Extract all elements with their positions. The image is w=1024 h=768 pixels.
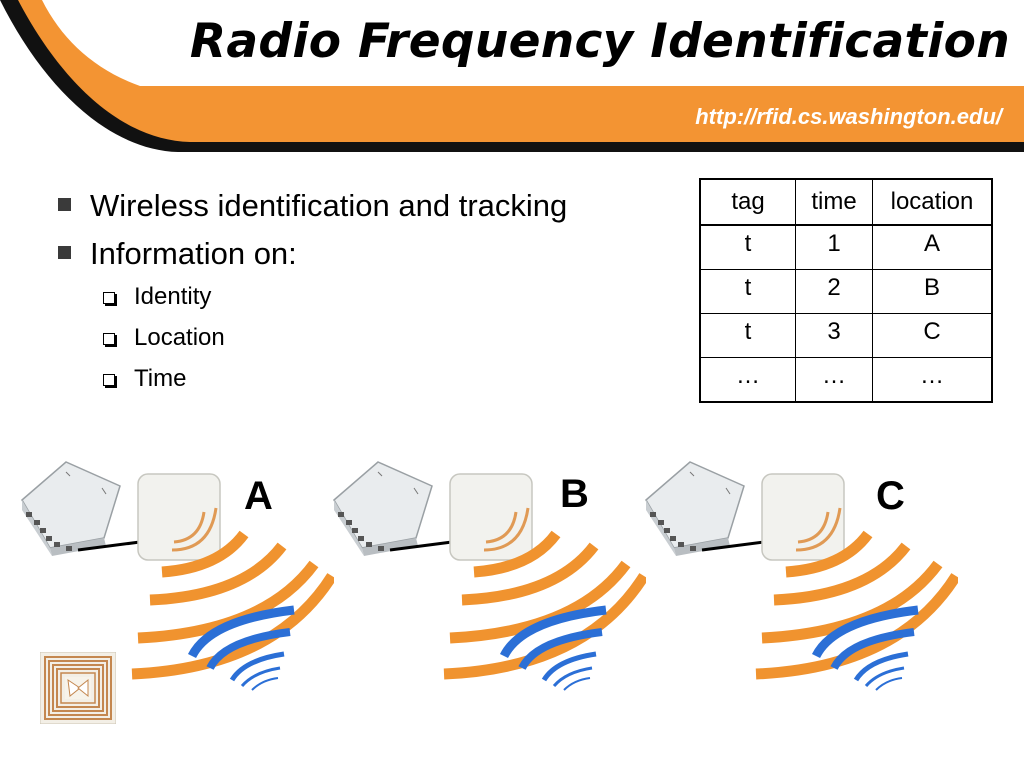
reader-station-b [333,461,646,691]
table-header-row: tag time location [699,178,993,226]
rfid-reader-icon [333,461,433,556]
tracking-table: tag time location t 1 A t 2 B t 3 C … … … [699,178,993,403]
reader-label: C [876,474,905,518]
sub-bullet-item: Time [56,364,567,405]
slide-title: Radio Frequency Identification [189,14,1010,69]
reader-station-a [21,461,334,691]
table-cell: 2 [795,269,873,314]
table-row: t 2 B [699,269,993,314]
bullet-list: Wireless identification and tracking Inf… [56,184,567,405]
table-cell: B [872,269,993,314]
table-row: … … … [699,357,993,403]
signal-waves-icon [443,530,646,691]
antenna-icon [137,473,221,561]
column-header: time [795,178,873,226]
antenna-icon [761,473,845,561]
hollow-square-bullet-icon [103,333,115,345]
hollow-square-bullet-icon [103,292,115,304]
hollow-square-bullet-icon [103,374,115,386]
column-header: tag [699,178,796,226]
rfid-tag-icon [40,652,116,724]
square-bullet-icon [58,198,71,211]
sub-bullet-item: Location [56,323,567,364]
reader-cable [77,540,141,552]
sub-bullet-text: Identity [134,283,212,310]
table-cell: t [699,224,796,270]
bullet-item: Information on: [56,232,567,280]
table-cell: … [872,357,993,403]
square-bullet-icon [58,246,71,259]
table-row: t 1 A [699,224,993,270]
signal-waves-icon [131,530,334,691]
reader-cable [701,540,765,552]
table-cell: … [699,357,796,403]
slide-url[interactable]: http://rfid.cs.washington.edu/ [695,104,1002,129]
reader-cable [389,540,453,552]
antenna-icon [449,473,533,561]
bullet-text: Information on: [90,236,297,271]
table-cell: 3 [795,313,873,358]
reader-label: A [244,474,273,518]
column-header: location [872,178,993,226]
table-cell: t [699,269,796,314]
rfid-reader-icon [645,461,745,556]
table-cell: A [872,224,993,270]
sub-bullet-text: Location [134,324,225,351]
header-swoosh [0,0,1024,152]
sub-bullet-text: Time [134,365,187,392]
reader-label: B [560,472,589,516]
table-cell: C [872,313,993,358]
bullet-text: Wireless identification and tracking [90,188,568,223]
table-cell: … [795,357,873,403]
table-cell: 1 [795,224,873,270]
table-cell: t [699,313,796,358]
signal-waves-icon [755,530,958,691]
reader-station-c [645,461,958,691]
table-row: t 3 C [699,313,993,358]
rfid-reader-icon [21,461,121,556]
sub-bullet-item: Identity [56,282,567,323]
bullet-item: Wireless identification and tracking [56,184,567,232]
